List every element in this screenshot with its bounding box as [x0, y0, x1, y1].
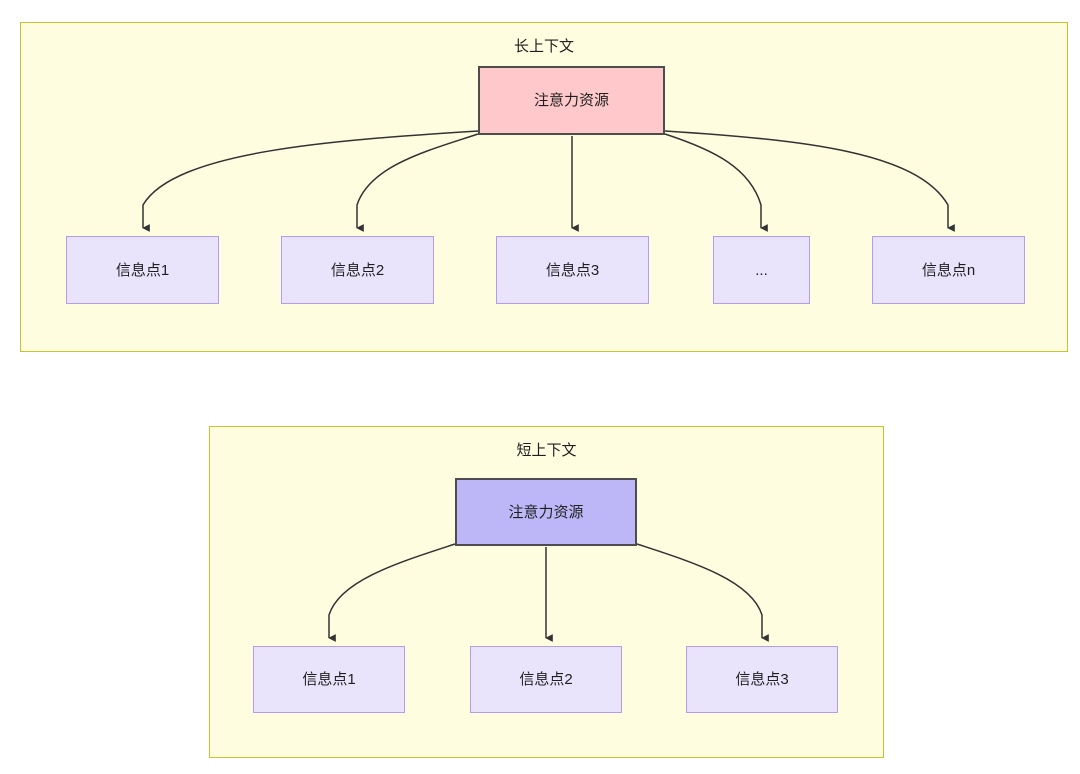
node-label: 信息点2	[519, 671, 573, 688]
node-label: ...	[755, 261, 768, 279]
node-attention-resource-long[interactable]: 注意力资源	[478, 66, 665, 135]
node-info-point-long-n[interactable]: 信息点n	[872, 236, 1025, 304]
node-info-point-short-3[interactable]: 信息点3	[686, 646, 838, 713]
node-info-point-short-1[interactable]: 信息点1	[253, 646, 405, 713]
node-label: 信息点2	[330, 261, 385, 279]
node-label: 信息点3	[735, 671, 789, 688]
group-long-context-title: 长上下文	[513, 38, 574, 55]
node-label: 信息点3	[545, 261, 600, 279]
node-label: 信息点1	[115, 261, 170, 279]
node-info-point-long-1[interactable]: 信息点1	[66, 236, 219, 304]
node-label: 信息点1	[302, 671, 356, 688]
node-label: 注意力资源	[533, 92, 609, 109]
node-label: 注意力资源	[508, 503, 584, 521]
node-info-point-long-2[interactable]: 信息点2	[281, 236, 434, 304]
node-attention-resource-short[interactable]: 注意力资源	[455, 478, 637, 546]
node-info-point-long-3[interactable]: 信息点3	[496, 236, 649, 304]
node-info-point-short-2[interactable]: 信息点2	[470, 646, 622, 713]
node-label: 信息点n	[921, 261, 976, 279]
node-info-point-long-ellipsis[interactable]: ...	[713, 236, 810, 304]
group-short-context-title: 短上下文	[516, 442, 577, 459]
